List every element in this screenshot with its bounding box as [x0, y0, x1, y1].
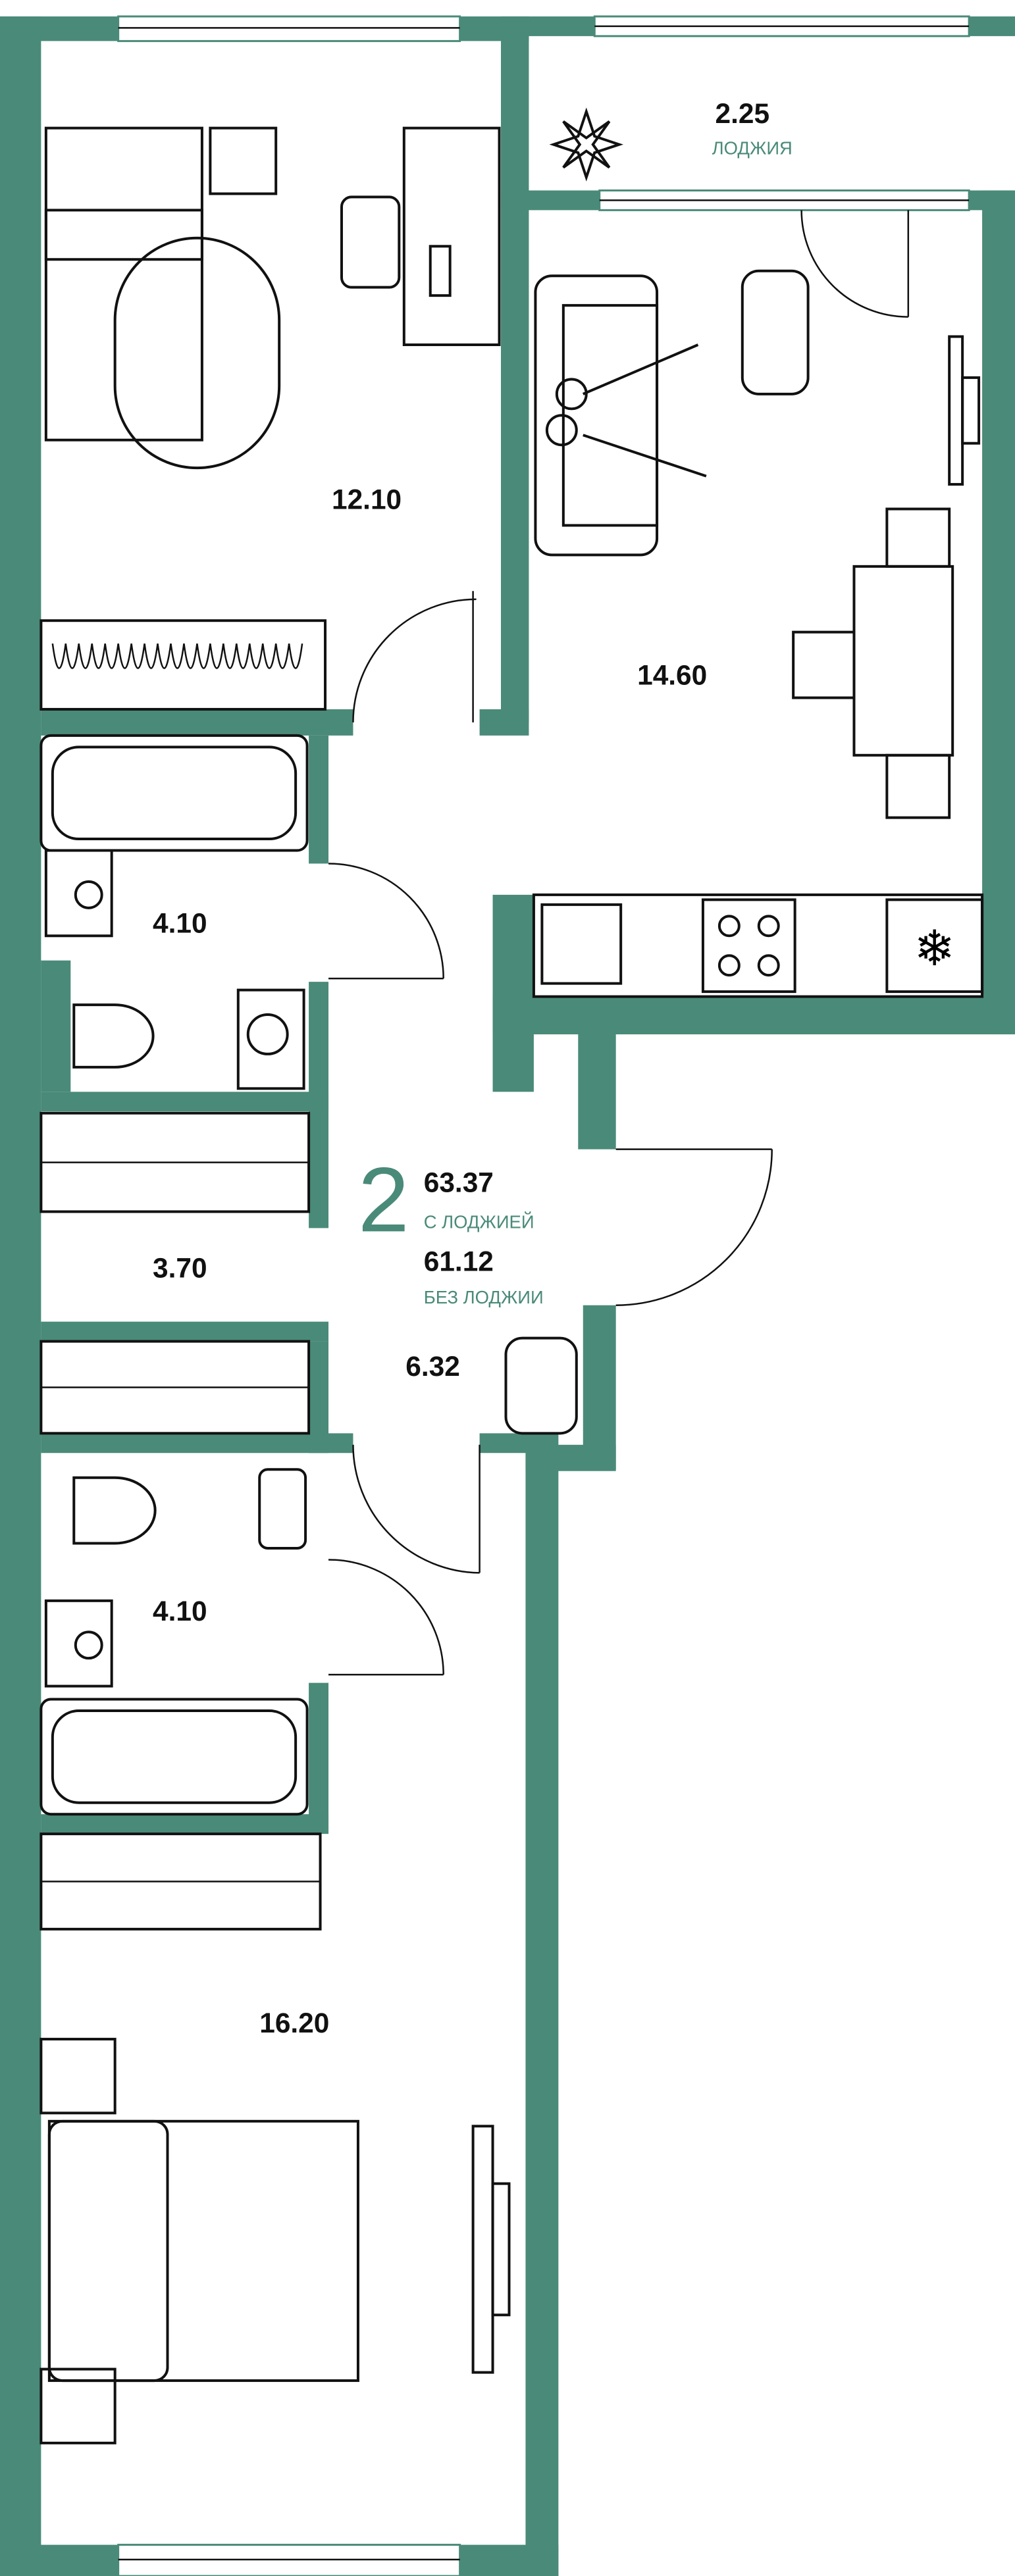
toilet-icon-2 — [72, 1476, 157, 1545]
doors[interactable] — [328, 210, 910, 1676]
bath-top-area: 4.10 — [153, 907, 207, 938]
snowflake-icon: ❄ — [914, 920, 955, 977]
tv-icon-2 — [471, 2125, 511, 2374]
hall-area: 6.32 — [405, 1351, 460, 1382]
area-without-loggia: 61.12 — [424, 1246, 494, 1276]
pouf-icon — [504, 1336, 578, 1435]
closet-bottom-icon — [39, 1340, 311, 1435]
total-label: С ЛОДЖИЕЙ — [424, 1211, 534, 1232]
bathtub-icon-2 — [39, 1698, 309, 1816]
bath-bottom-area: 4.10 — [153, 1596, 207, 1627]
tv-icon — [948, 335, 981, 486]
total-area: 63.37 — [424, 1167, 494, 1198]
washing-machine-icon — [236, 988, 305, 1090]
coffee-table-icon — [741, 269, 810, 395]
toilet-icon — [72, 1003, 155, 1069]
sink-icon-2 — [44, 1599, 113, 1688]
bin-icon — [258, 1468, 307, 1550]
loggia-area: 2.25 — [716, 98, 770, 129]
bed-icon — [44, 126, 281, 470]
closet-3-icon — [39, 1832, 322, 1931]
windows — [117, 15, 970, 2576]
wardrobe-area: 3.70 — [153, 1252, 207, 1283]
bedroom-bottom-area: 16.20 — [259, 2008, 329, 2038]
desk-icon — [340, 126, 501, 346]
plant-icon — [549, 107, 623, 182]
without-loggia-label: БЕЗ ЛОДЖИИ — [424, 1287, 544, 1307]
sink-icon — [44, 849, 113, 938]
rooms-count: 2 — [358, 1148, 409, 1251]
wardrobe-icon — [39, 619, 327, 711]
sofa-icon — [534, 274, 707, 557]
loggia-label: ЛОДЖИЯ — [712, 138, 793, 159]
bedroom-top-area: 12.10 — [332, 484, 402, 515]
kitchen-counter-icon — [532, 893, 984, 998]
bed-icon-2 — [39, 2038, 359, 2444]
living-area: 14.60 — [637, 660, 707, 691]
dining-table-icon — [792, 507, 954, 819]
closet-top-icon — [39, 1111, 311, 1213]
bathtub-icon — [39, 734, 309, 852]
